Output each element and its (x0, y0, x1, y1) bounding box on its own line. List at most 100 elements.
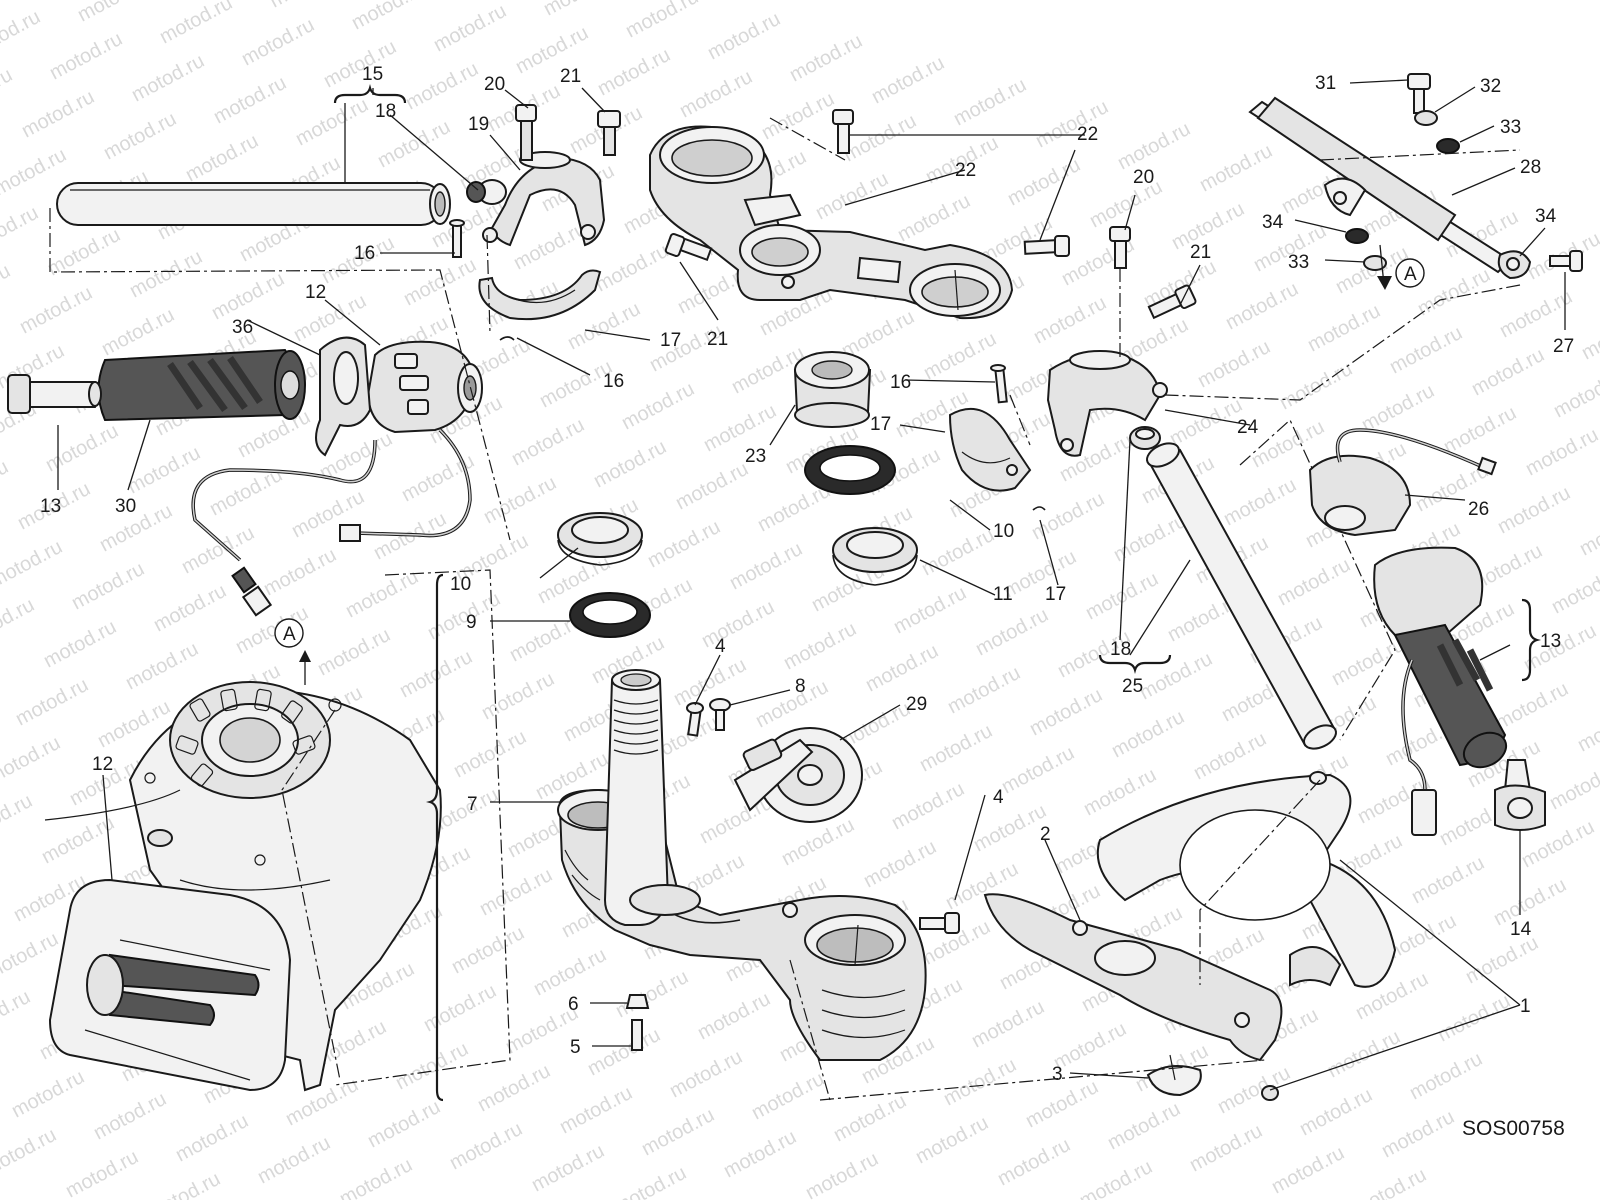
watermark-text: motod.ru (254, 1132, 334, 1188)
watermark-text: motod.ru (0, 202, 42, 258)
watermark-text: motod.ru (450, 726, 530, 782)
watermark-text: motod.ru (290, 290, 370, 346)
watermark-text: motod.ru (1004, 154, 1084, 210)
watermark-text: motod.ru (1026, 684, 1106, 740)
watermark-text: motod.ru (748, 1068, 828, 1124)
watermark-text: motod.ru (402, 58, 482, 114)
callout-7: 7 (467, 794, 478, 815)
watermark-text: motod.ru (1304, 300, 1384, 356)
left-clamp-lower (478, 269, 602, 321)
watermark-text: motod.ru (860, 836, 940, 892)
callout-4-stem: 4 (715, 636, 726, 657)
watermark-text: motod.ru (1468, 344, 1548, 400)
adjuster-nut-24 (793, 351, 872, 428)
clip-16-left (499, 336, 515, 341)
bar-end-plug (466, 179, 507, 205)
callout-20-left: 20 (484, 74, 505, 95)
watermark-text: motod.ru (478, 668, 558, 724)
watermark-text: motod.ru (1186, 1120, 1266, 1176)
watermark-text: motod.ru (704, 8, 784, 64)
callout-25: 24 (1237, 417, 1259, 438)
callout-10-left: 10 (450, 574, 471, 595)
reference-marker-left-label: A (283, 624, 296, 645)
steering-damper-29 (1248, 96, 1532, 280)
watermark-text: motod.ru (182, 130, 262, 186)
watermark-text: motod.ru (0, 64, 16, 120)
stem-screw-4 (686, 702, 704, 737)
watermark-text: motod.ru (100, 108, 180, 164)
watermark-text: motod.ru (0, 732, 64, 788)
watermark-text: motod.ru (1268, 1142, 1348, 1198)
bolt-20-left (515, 104, 537, 161)
watermark-text: motod.ru (68, 558, 148, 614)
callout-14: 15 (362, 64, 383, 85)
callout-31: 29 (906, 694, 927, 715)
watermark-text: motod.ru (40, 616, 120, 672)
brace-7 (426, 573, 444, 1102)
callout-8: 8 (795, 676, 806, 697)
callout-17-left: 17 (660, 330, 681, 351)
fairing-bracket-2 (983, 893, 1342, 1062)
watermark-text: motod.ru (1408, 852, 1488, 908)
watermark-text: motod.ru (556, 1082, 636, 1138)
right-handlebar-tube (1146, 442, 1337, 750)
watermark-text: motod.ru (62, 1146, 142, 1200)
watermark-text: motod.ru (0, 1124, 60, 1180)
lower-bearing-10 (557, 512, 643, 566)
callout-32: 30 (115, 496, 136, 517)
watermark-text: motod.ru (144, 1168, 224, 1200)
watermark-text: motod.ru (994, 1134, 1074, 1190)
callout-labels: 15 18 19 20 21 16 17 16 36 12 13 30 12 1… (40, 64, 1574, 1085)
watermark-text: motod.ru (726, 538, 806, 594)
watermark-text: motod.ru (156, 0, 236, 48)
watermark-text: motod.ru (940, 1054, 1020, 1110)
watermark-text: motod.ru (676, 66, 756, 122)
watermark-text: motod.ru (446, 1118, 526, 1174)
watermark-text: motod.ru (1214, 1062, 1294, 1118)
watermark-text: motod.ru (430, 0, 510, 56)
watermark-text: motod.ru (950, 74, 1030, 130)
callout-24: 23 (745, 446, 766, 467)
watermark-text: motod.ru (700, 400, 780, 456)
watermark-text: motod.ru (38, 812, 118, 868)
left-bar-end-weight (7, 374, 102, 414)
clutch-lever-bracket (315, 336, 372, 457)
fairing-shield-1 (1096, 773, 1397, 988)
watermark-text: motod.ru (944, 662, 1024, 718)
watermark-text: motod.ru (172, 1110, 252, 1166)
callout-28: 27 (1553, 336, 1574, 357)
watermark-text: motod.ru (916, 720, 996, 776)
watermark-text: motod.ru (694, 988, 774, 1044)
watermark-text: motod.ru (1136, 648, 1216, 704)
watermark-text: motod.ru (1030, 292, 1110, 348)
callout-4-fairing: 4 (993, 787, 1004, 808)
watermark-text: motod.ru (868, 52, 948, 108)
bolt-21-right (1147, 284, 1197, 320)
callout-12-left: 12 (92, 754, 113, 775)
watermark-text: motod.ru (448, 922, 528, 978)
watermark-text: motod.ru (46, 28, 126, 84)
brace-12-right (1521, 598, 1541, 682)
watermark-text: motod.ru (696, 792, 776, 848)
right-bar-end-13 (1494, 759, 1546, 831)
watermark-text: motod.ru (16, 282, 96, 338)
watermark-text: motod.ru (530, 944, 610, 1000)
callout-30: 31 (1315, 73, 1336, 94)
callout-29: 28 (1520, 157, 1541, 178)
watermark-text: motod.ru (758, 88, 838, 144)
watermark-text: motod.ru (1274, 554, 1354, 610)
watermark-text: motod.ru (1114, 118, 1194, 174)
callout-26: 25 (1122, 676, 1143, 697)
callout-19: 19 (468, 114, 489, 135)
brace-14 (333, 84, 407, 104)
watermark-text: motod.ru (752, 676, 832, 732)
watermark-text: motod.ru (508, 414, 588, 470)
watermark-text: motod.ru (1578, 308, 1600, 364)
watermark-text: motod.ru (610, 1162, 690, 1200)
top-yoke (649, 125, 1014, 320)
watermark-text: motod.ru (1032, 96, 1112, 152)
watermark-text: motod.ru (672, 458, 752, 514)
watermark-text: motod.ru (1496, 286, 1576, 342)
watermark-text: motod.ru (1104, 1098, 1184, 1154)
